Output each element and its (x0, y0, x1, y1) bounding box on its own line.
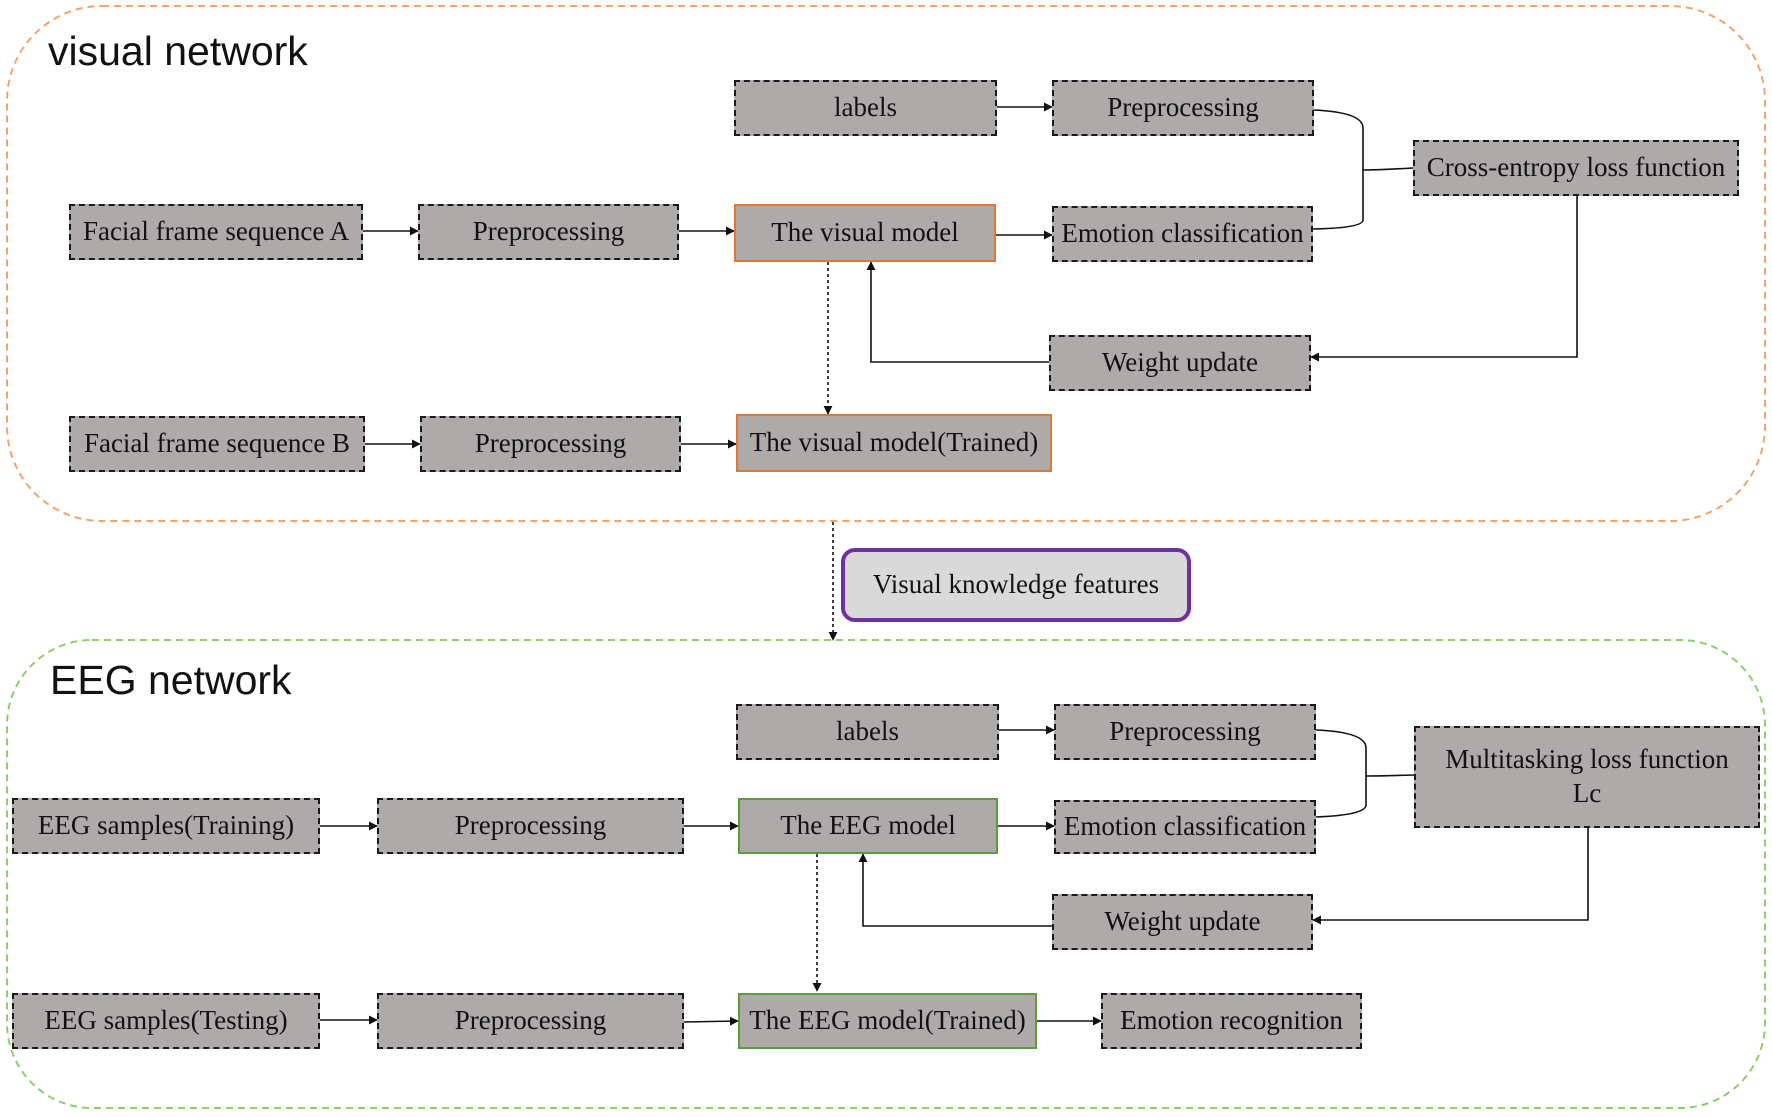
eeg-preprocessing-labels-box: Preprocessing (1054, 704, 1316, 760)
eeg-emotion-classification-box: Emotion classification (1054, 800, 1316, 854)
eeg-labels-box: labels (736, 704, 999, 760)
visual-emotion-classification-box: Emotion classification (1052, 206, 1313, 262)
facial-sequence-a-box: Facial frame sequence A (69, 204, 363, 260)
eeg-training-samples-box: EEG samples(Training) (12, 798, 320, 854)
arrow-multitask-to-weight-update (1312, 828, 1589, 925)
eeg-model-box: The EEG model (738, 798, 998, 854)
multitask-loss-box: Multitasking loss function Lc (1414, 726, 1760, 828)
arrow-cross-entropy-to-weight-update (1310, 195, 1578, 362)
visual-model-trained-box: The visual model(Trained) (736, 414, 1052, 472)
eeg-testing-samples-box: EEG samples(Testing) (12, 993, 320, 1049)
visual-preprocessing-a-box: Preprocessing (418, 204, 679, 260)
facial-sequence-b-box: Facial frame sequence B (69, 416, 365, 472)
visual-preprocessing-b-box: Preprocessing (420, 416, 681, 472)
eeg-preprocessing-training-box: Preprocessing (377, 798, 684, 854)
visual-weight-update-box: Weight update (1049, 335, 1311, 391)
visual-labels-box: labels (734, 80, 997, 136)
eeg-preprocessing-testing-box: Preprocessing (377, 993, 684, 1049)
visual-preprocessing-labels-box: Preprocessing (1052, 80, 1314, 136)
visual-knowledge-features-box: Visual knowledge features (841, 548, 1191, 622)
eeg-network-title: EEG network (50, 657, 292, 703)
brace-to-cross-entropy (1312, 109, 1414, 230)
visual-model-box: The visual model (734, 204, 996, 262)
multitask-loss-line2: Lc (1572, 778, 1602, 808)
eeg-weight-update-box: Weight update (1052, 894, 1313, 950)
multitask-loss-line1: Multitasking loss function (1445, 744, 1729, 775)
arrow-weight-update-to-visual-model (866, 261, 1049, 363)
eeg-model-trained-box: The EEG model(Trained) (738, 993, 1037, 1049)
arrow-weight-update-to-eeg-model (858, 853, 1052, 927)
emotion-recognition-box: Emotion recognition (1101, 993, 1362, 1049)
visual-network-frame (6, 5, 1766, 522)
eeg-network-frame (6, 639, 1766, 1109)
cross-entropy-loss-box: Cross-entropy loss function (1413, 140, 1739, 196)
arrow-preprocessing-to-eeg-trained (683, 1016, 739, 1026)
brace-to-multitask (1315, 729, 1415, 818)
visual-network-title: visual network (48, 28, 308, 74)
